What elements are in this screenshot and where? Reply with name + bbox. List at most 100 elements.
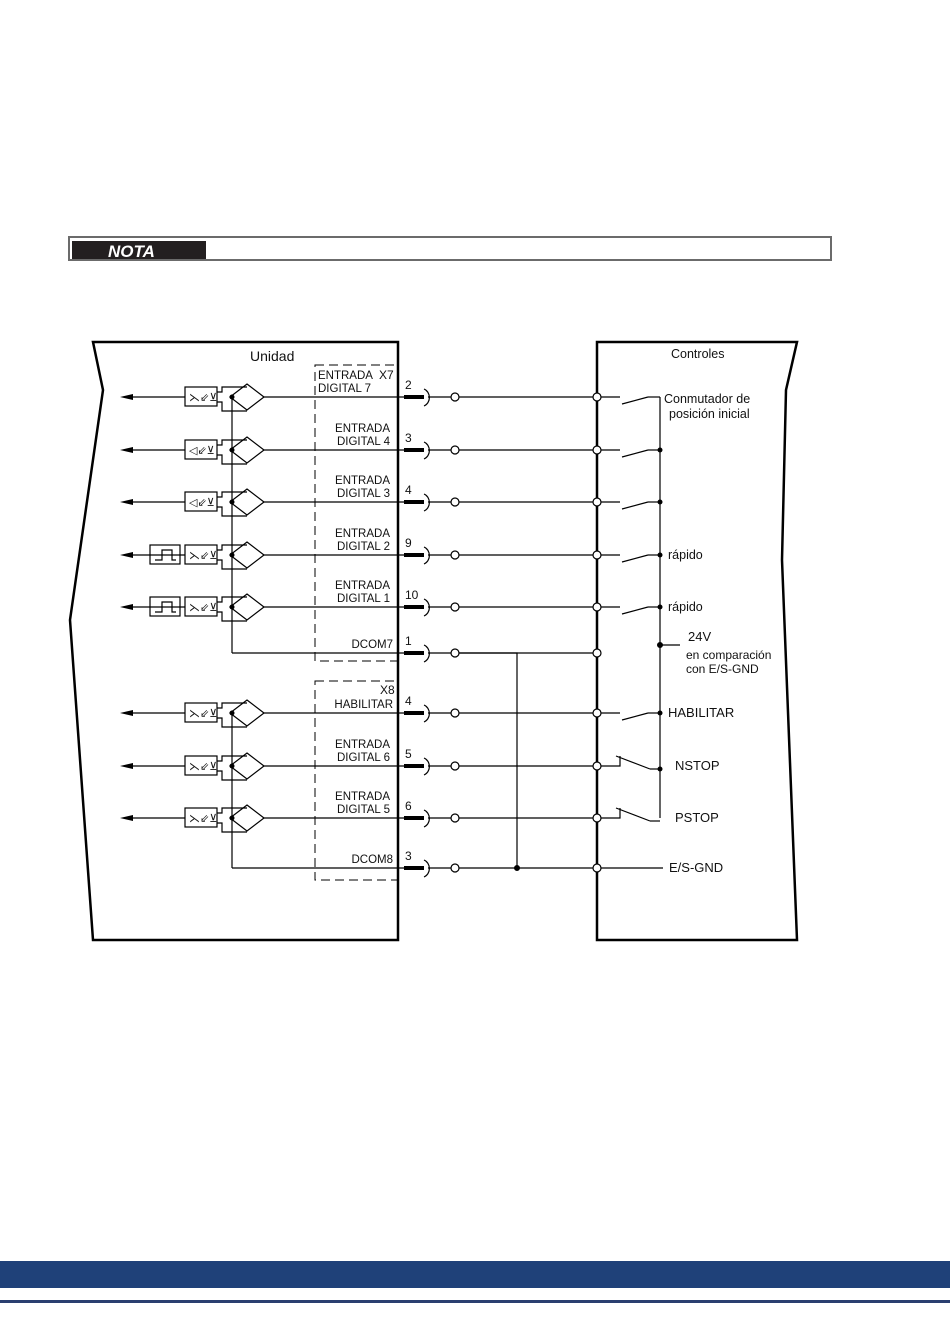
optocoupler-icon [184, 755, 218, 776]
pin-number: 10 [405, 588, 419, 602]
optocoupler-icon [184, 702, 218, 723]
input-label: DIGITAL 7 [318, 383, 371, 395]
footer-band [0, 1261, 950, 1288]
arrow-icon [120, 604, 133, 610]
unit-title: Unidad [250, 348, 294, 364]
input-label: DIGITAL 2 [337, 541, 390, 553]
optocoupler-symbol: ⋋⇙⊻ [189, 813, 217, 825]
terminal-icon [592, 497, 602, 507]
terminal-icon [592, 445, 602, 455]
opto-wire [217, 596, 247, 603]
input-label-line1: ENTRADA [335, 580, 390, 592]
junction-dot [229, 604, 235, 610]
arrow-icon [120, 552, 133, 558]
opto-wire [217, 386, 247, 393]
control-label: E/S-GND [669, 860, 723, 875]
note-box: NOTA [68, 236, 832, 261]
input-label: DCOM7 [351, 639, 393, 651]
terminal-icon [592, 648, 602, 658]
input-label: DIGITAL 4 [337, 436, 391, 448]
pin-number: 5 [405, 747, 412, 761]
input-label: DCOM8 [351, 854, 393, 866]
opto-wire [217, 807, 247, 814]
input-label-line1: ENTRADA [335, 475, 390, 487]
control-label: NSTOP [675, 758, 720, 773]
control-label-line2: posición inicial [669, 407, 750, 421]
optocoupler-symbol: ⋋⇙⊻ [189, 602, 217, 614]
unit-box [68, 340, 400, 942]
input-label-line1: ENTRADA [335, 528, 390, 540]
input-label: DIGITAL 1 [337, 593, 390, 605]
terminal-icon [450, 708, 460, 718]
control-label: rápido [668, 600, 703, 614]
pin-number: 1 [405, 634, 412, 648]
nc-switch-icon [615, 755, 651, 770]
optocoupler-icon [184, 596, 218, 617]
input-label: HABILITAR [334, 699, 393, 711]
terminal-icon [450, 445, 460, 455]
signal-row: 1 DCOM7 [232, 634, 602, 663]
opto-wire [217, 439, 247, 446]
terminal-icon [592, 392, 602, 402]
note-label: NOTA [72, 241, 206, 261]
input-label: DIGITAL 6 [337, 752, 390, 764]
switch-icon [621, 712, 649, 721]
opto-wire [217, 702, 247, 709]
optocoupler-symbol: ⋋⇙⊻ [189, 392, 217, 404]
junction-dot [229, 815, 235, 821]
pin-number: 3 [405, 431, 412, 445]
terminal-icon [592, 761, 602, 771]
arrow-icon [120, 394, 133, 400]
optocoupler-icon [184, 491, 218, 512]
nc-switch-icon [615, 807, 651, 822]
control-label: Conmutador de [664, 392, 750, 406]
terminal-icon [592, 813, 602, 823]
arrow-icon [120, 447, 133, 453]
junction-dot [657, 447, 663, 453]
x8-connector-outline [314, 680, 399, 881]
terminal-icon [592, 602, 602, 612]
connector-x7-label: X7 [379, 368, 394, 382]
switch-icon [621, 606, 649, 615]
pin-number: 6 [405, 799, 412, 813]
rectifier-bridge-icon [229, 699, 265, 727]
control-label: HABILITAR [668, 705, 734, 720]
terminal-icon [450, 497, 460, 507]
terminal-icon [592, 708, 602, 718]
rectifier-bridge-icon [229, 752, 265, 780]
pin-number: 4 [405, 483, 412, 497]
optocoupler-icon [184, 439, 218, 460]
rectifier-bridge-icon [229, 541, 265, 569]
pin-number: 3 [405, 849, 412, 863]
rectifier-bridge-icon [229, 383, 265, 411]
supply-note-2: con E/S-GND [686, 662, 759, 676]
input-label-line1: ENTRADA [335, 739, 390, 751]
opto-wire [217, 611, 247, 622]
connector-x8-label: X8 [380, 683, 395, 697]
junction-dot [229, 499, 235, 505]
pulse-symbol [155, 549, 176, 561]
opto-wire [217, 401, 247, 412]
rectifier-bridge-icon [229, 488, 265, 516]
terminal-icon [450, 550, 460, 560]
pin-number: 2 [405, 378, 412, 392]
rectifier-bridge-icon [229, 436, 265, 464]
optocoupler-symbol: ⋋⇙⊻ [189, 708, 217, 720]
arrow-icon [120, 815, 133, 821]
opto-wire [217, 491, 247, 498]
dcom-link [455, 652, 518, 868]
pulse-symbol [155, 601, 176, 613]
terminal-icon [450, 392, 460, 402]
control-label: rápido [668, 548, 703, 562]
arrow-icon [120, 763, 133, 769]
opto-wire [217, 454, 247, 465]
supply-note-1: en comparación [686, 648, 771, 662]
